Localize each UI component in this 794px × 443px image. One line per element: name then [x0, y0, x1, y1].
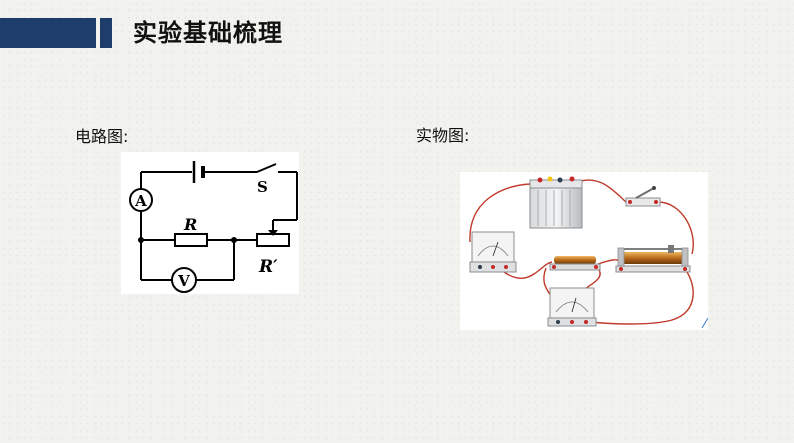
circuit-diagram-label: 电路图:: [75, 127, 129, 146]
ammeter-symbol: A: [134, 192, 147, 210]
rheostat-label: R′: [258, 257, 278, 277]
resistor-label: R: [183, 215, 197, 234]
voltmeter-device: [547, 287, 597, 327]
knife-switch: [625, 186, 661, 207]
page-title: 实验基础梳理: [133, 19, 283, 47]
header-bar: [0, 18, 96, 48]
real-object-picture: [460, 172, 708, 330]
ammeter-device: [469, 231, 517, 273]
switch-label: S: [257, 178, 268, 196]
circuit-diagram: A V S R R′: [121, 152, 299, 294]
fixed-resistor: [549, 256, 601, 271]
voltmeter-symbol: V: [177, 272, 190, 290]
real-object-label: 实物图:: [416, 126, 470, 145]
header-bar-accent: [100, 18, 112, 48]
corner-mark: [701, 317, 708, 329]
sliding-rheostat: [615, 245, 691, 273]
battery-pack: [529, 176, 583, 229]
